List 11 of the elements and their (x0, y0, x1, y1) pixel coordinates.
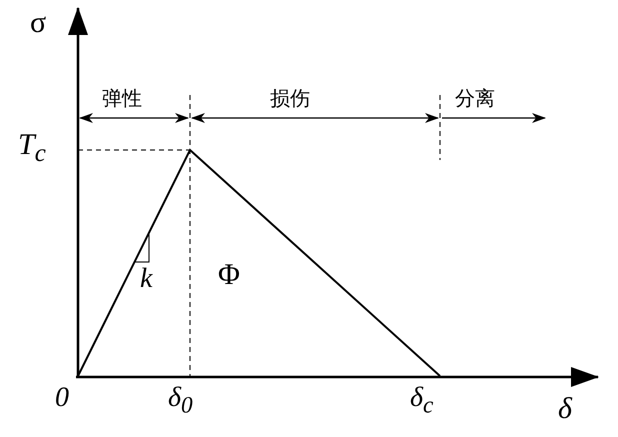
region-label: 弹性 (102, 88, 142, 108)
tick-label: T$_{c}$ (18, 130, 46, 166)
tick-label: δ$_{0}$ (168, 384, 193, 418)
slope-label: k (140, 265, 152, 293)
region-label: 损伤 (270, 88, 310, 108)
region-label: 分离 (455, 88, 495, 108)
axis-label: σ (30, 8, 46, 38)
origin-label: 0 (55, 384, 69, 412)
tick-label: δ$_{c}$ (410, 384, 434, 418)
area-label: Φ (218, 260, 240, 290)
axis-label: δ (558, 394, 572, 424)
